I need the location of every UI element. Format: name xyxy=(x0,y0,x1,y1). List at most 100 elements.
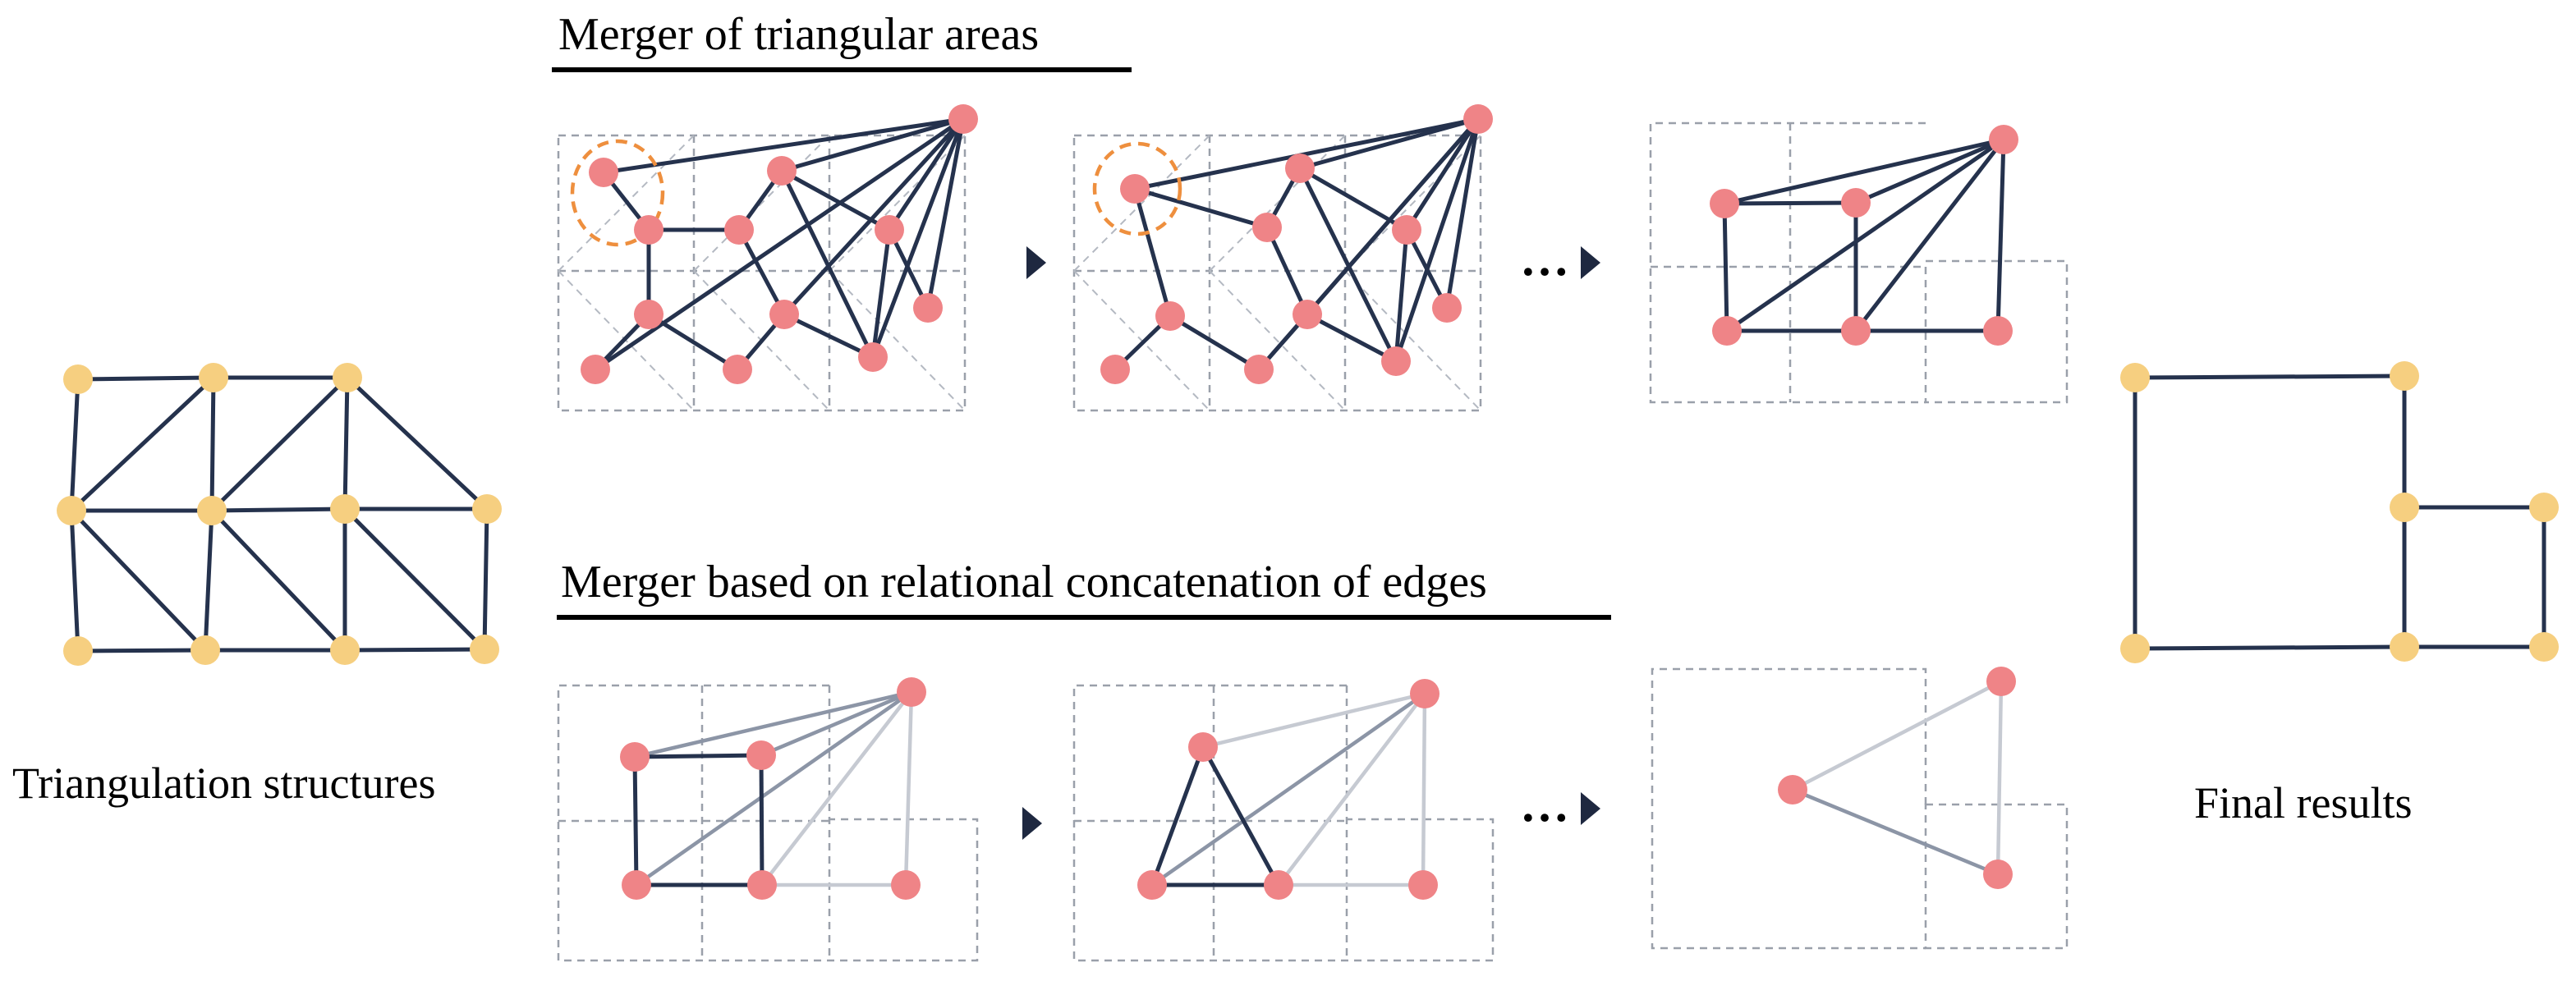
grid-line xyxy=(829,270,966,411)
edge xyxy=(634,690,912,759)
edge xyxy=(343,507,486,651)
grid-line xyxy=(1649,121,1926,404)
edges xyxy=(1722,137,2006,333)
edge xyxy=(1169,314,1260,372)
node xyxy=(1710,189,1739,218)
edge xyxy=(209,377,216,511)
node xyxy=(63,636,93,666)
node xyxy=(724,215,754,245)
node xyxy=(1983,860,2013,889)
grid-line xyxy=(1924,259,2069,404)
edge xyxy=(1722,203,1729,332)
edge xyxy=(1134,186,1268,230)
grid-line xyxy=(558,270,695,411)
nodes xyxy=(1100,104,1493,384)
edge xyxy=(1277,692,1426,887)
edge xyxy=(1132,188,1173,317)
node xyxy=(634,300,664,329)
grid-line xyxy=(557,134,967,412)
node xyxy=(1989,125,2018,154)
node xyxy=(333,363,362,392)
node xyxy=(63,364,93,394)
edge xyxy=(779,169,875,359)
edge xyxy=(1394,118,1481,362)
edge xyxy=(781,117,964,173)
node xyxy=(1841,316,1871,346)
nodes xyxy=(1710,125,2018,346)
node xyxy=(1293,300,1322,329)
edge xyxy=(594,117,965,372)
edge xyxy=(759,754,765,886)
edge xyxy=(1421,693,1427,886)
dashed-circle-icon xyxy=(1092,141,1182,236)
edge xyxy=(70,376,215,512)
heading-bottom: Merger based on relational concatenation… xyxy=(557,557,1611,620)
edges xyxy=(632,690,914,887)
node xyxy=(1841,188,1871,218)
edges xyxy=(594,117,966,372)
edge xyxy=(1150,692,1426,887)
grid-line xyxy=(1072,134,1482,412)
bottom-panel-1 xyxy=(557,677,979,962)
node xyxy=(1986,667,2016,696)
edge xyxy=(70,509,207,652)
node xyxy=(747,870,777,900)
node xyxy=(622,870,651,900)
edge xyxy=(887,117,966,231)
grid-line xyxy=(1651,667,1927,950)
edge xyxy=(77,375,214,382)
edge xyxy=(1724,200,1857,206)
node xyxy=(2390,361,2419,391)
node xyxy=(581,355,610,384)
node xyxy=(913,293,943,323)
edge xyxy=(2134,374,2405,380)
nodes xyxy=(1778,667,2016,889)
node xyxy=(2390,493,2419,522)
edge xyxy=(1134,117,1479,191)
top-panel-3 xyxy=(1649,121,2069,404)
edges xyxy=(1791,680,2004,877)
edge xyxy=(632,756,639,886)
edge xyxy=(1299,117,1479,171)
node xyxy=(769,300,799,329)
triangulation-structure: Triangulation structures xyxy=(12,363,502,808)
node xyxy=(746,740,776,770)
grid xyxy=(1072,134,1482,412)
edge xyxy=(482,508,489,650)
node xyxy=(891,870,921,900)
edge xyxy=(346,376,489,511)
bottom-panel-3 xyxy=(1651,667,2069,950)
node xyxy=(191,635,220,665)
node xyxy=(2120,634,2150,663)
node xyxy=(1408,870,1438,900)
grid xyxy=(1072,684,1495,962)
edge xyxy=(342,377,350,510)
grid xyxy=(557,684,979,962)
node xyxy=(2529,493,2559,522)
edge xyxy=(1201,745,1281,887)
edge xyxy=(925,118,966,309)
edge xyxy=(760,690,912,758)
node xyxy=(1285,154,1315,183)
grid-line xyxy=(693,135,830,272)
edge xyxy=(1150,746,1205,886)
node xyxy=(1432,293,1462,323)
node xyxy=(897,677,926,707)
grid-line xyxy=(1924,803,2069,950)
node xyxy=(199,363,228,392)
node xyxy=(472,494,502,524)
edge xyxy=(1404,117,1481,231)
edge xyxy=(1306,117,1480,316)
edge xyxy=(69,378,80,511)
final-edges xyxy=(2133,374,2546,651)
triangulation-nodes xyxy=(57,363,502,666)
edge xyxy=(1444,118,1481,309)
edge xyxy=(2134,644,2405,651)
grid-line xyxy=(1344,270,1481,411)
step-arrow-icon xyxy=(1022,807,1042,840)
caption-final: Final results xyxy=(2194,778,2413,827)
node xyxy=(330,494,360,524)
dashed-circle-icon xyxy=(570,139,665,247)
step-arrow-icon xyxy=(1581,246,1600,279)
